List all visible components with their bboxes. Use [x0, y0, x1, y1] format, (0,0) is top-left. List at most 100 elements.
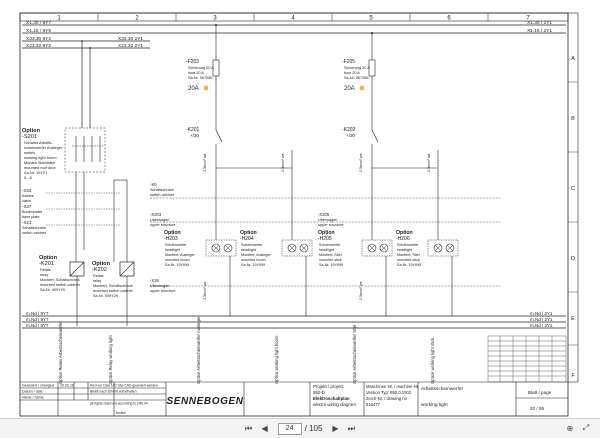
- connector-label: -X33: [22, 188, 32, 193]
- relay-line: Relais: [40, 268, 51, 272]
- section-top: -X203: [150, 212, 162, 217]
- column-label: 7: [526, 16, 530, 22]
- lamp-line: Montiert: Ausleger: [241, 253, 271, 257]
- column-label: 2: [135, 16, 139, 22]
- rail-label: m.Nd / 2Y1: [530, 317, 553, 322]
- section-top: -X6: [150, 182, 157, 187]
- rail-label: m.Nd / 9Y7: [26, 311, 49, 316]
- lamp-option: Option: [164, 230, 181, 236]
- relay-line: Montiert: Schaltschrank: [40, 278, 80, 282]
- bottom-description: Option Relay working light: [108, 335, 113, 384]
- fullscreen-icon[interactable]: ⤢: [582, 423, 590, 432]
- lamp-tag: -H204: [240, 236, 254, 242]
- row-label: D: [571, 256, 575, 262]
- fuse-line: fuse 20 A: [188, 71, 204, 75]
- connector-label: -X21: [22, 220, 32, 225]
- switch-line: scheinwerfer Ausleger: [24, 145, 63, 150]
- wire-label: 2.5mm² ws: [359, 281, 363, 300]
- lamp-line: Sa-Nr. 19Y099: [397, 263, 421, 267]
- fuse-line: Sa-Nr. 067085: [188, 76, 213, 80]
- column-label: 1: [57, 16, 61, 22]
- title-row-label: Geandert / changed: [22, 384, 54, 388]
- machine-line: 516477: [366, 402, 381, 407]
- relay-option: Option: [39, 255, 58, 261]
- description-line: working light: [421, 402, 448, 408]
- bottom-description: Option Arbeitsscheinwerfer Stiel: [352, 325, 357, 384]
- contact-tag: -K201: [186, 127, 200, 133]
- bottom-description: Option Arbeitsscheinwerfer Ausleger: [196, 316, 201, 384]
- lamp-line: headlight: [319, 248, 334, 252]
- lamp-tag: -H203: [164, 236, 178, 242]
- title-row-label: Datum / date: [22, 390, 43, 394]
- zoom-icon[interactable]: ⊕: [566, 423, 574, 433]
- lamp-line: Scheinwerfer: [319, 243, 341, 247]
- rail-label: X23.32 9Y2: [26, 43, 51, 49]
- switch-line: Monteit Stahltrake: [24, 160, 55, 165]
- section-top: -X205: [318, 212, 330, 217]
- contact-sub: +/20: [346, 133, 355, 138]
- project-line: electro wiring diagram: [313, 402, 356, 407]
- lamp-line: headlight: [165, 248, 180, 252]
- switch-option: Option: [22, 128, 41, 134]
- section-line: Uberwagen: [318, 218, 337, 222]
- revision-date: 20.02.16: [60, 384, 74, 388]
- section-line: Uberwagen: [150, 218, 169, 222]
- revision-note: Ansi vor Daw 100 Stel CAD geandert werde…: [90, 384, 158, 388]
- lamp-line: Scheinwerfer: [397, 243, 419, 247]
- lamp-option: Option: [240, 230, 257, 236]
- bottom-description: Option working light stick: [430, 337, 435, 384]
- section-line: Schaltschrank: [150, 188, 174, 192]
- fuse-line: Sicherung 20 A: [344, 66, 370, 70]
- switch-line: mounted roof door: [24, 165, 56, 170]
- wire-label: 2.5mm² ws: [203, 281, 207, 300]
- last-page-icon[interactable]: ⏭: [347, 423, 355, 433]
- lamp-line: mounted stick: [319, 258, 342, 262]
- next-page-icon[interactable]: ▶: [332, 424, 339, 433]
- relay-line: mounted switch cabinet: [40, 283, 81, 287]
- rights-note: all rights reserved according to DIN 34: [90, 402, 148, 406]
- lamp-line: Montiert: Ausleger: [165, 253, 195, 257]
- connector-label: Kabine: [22, 194, 34, 198]
- row-label: E: [571, 316, 575, 322]
- fuse-line: Sicherung 20 A: [188, 66, 214, 70]
- rail-label: m.Nd / 9Y7: [26, 323, 49, 328]
- section-line: Uberwagen: [150, 284, 169, 288]
- relay-tag: -K202: [92, 267, 107, 273]
- rail-label: X33.30 9Y2: [26, 36, 51, 42]
- section-line: upper structure: [150, 223, 176, 227]
- lamp-option: Option: [396, 230, 413, 236]
- title-row-label: Name / name: [22, 396, 44, 400]
- connector-label: -X37: [22, 204, 32, 209]
- previous-page-icon[interactable]: ◀: [261, 424, 268, 433]
- relay-line: mounted switch cabinet: [93, 289, 134, 293]
- revision-note: Bleibt nach DIN IN vorbehalten: [90, 390, 137, 394]
- contact-sub: +/20: [190, 133, 199, 138]
- rail-label: X1.30 / 9Y7: [26, 20, 51, 26]
- page-number-input[interactable]: 24: [277, 422, 302, 435]
- bottom-description: Option working light boom: [274, 335, 279, 384]
- section-line: upper structure: [150, 289, 176, 293]
- page-total: / 105: [304, 424, 323, 433]
- sheet-label: Blatt / page: [528, 390, 552, 395]
- connector-label: base plate: [22, 215, 40, 219]
- rail-label: m.Nd / 2Y1: [530, 323, 553, 328]
- wire-label: 2.5mm² ws: [203, 153, 207, 172]
- rail-label: X33.30 2Y1: [118, 36, 143, 42]
- relay-line: Relais: [93, 274, 104, 278]
- lamp-line: mounted boom: [165, 258, 190, 262]
- page-indicator: 24 / 105: [277, 422, 323, 435]
- first-page-icon[interactable]: ⏮: [244, 423, 253, 433]
- switch-tag: -S201: [22, 134, 37, 140]
- relay-tag: -K201: [39, 261, 54, 267]
- relay-line: Sa-Nr. 009Y29: [40, 288, 65, 292]
- machine-line: Maschinen-Nr. / machine-Nr.: [366, 384, 419, 389]
- connector-label: Bodenplatte: [22, 210, 42, 214]
- relay-option: Option: [92, 261, 111, 267]
- wiring-diagram-sheet: 1 2 3 4 5 6 7 A B C D E F X1.30 / 9Y7 X1…: [19, 12, 579, 417]
- switch-line: Schalter Arbeits-: [24, 140, 53, 145]
- rail-label: X23.32 2Y1: [118, 43, 143, 49]
- machine-line: Version Typ: 860.0.1002: [366, 390, 412, 395]
- row-label: B: [571, 116, 575, 122]
- column-label: 4: [291, 16, 295, 22]
- rail-label: X1.15 / 2Y1: [527, 28, 552, 34]
